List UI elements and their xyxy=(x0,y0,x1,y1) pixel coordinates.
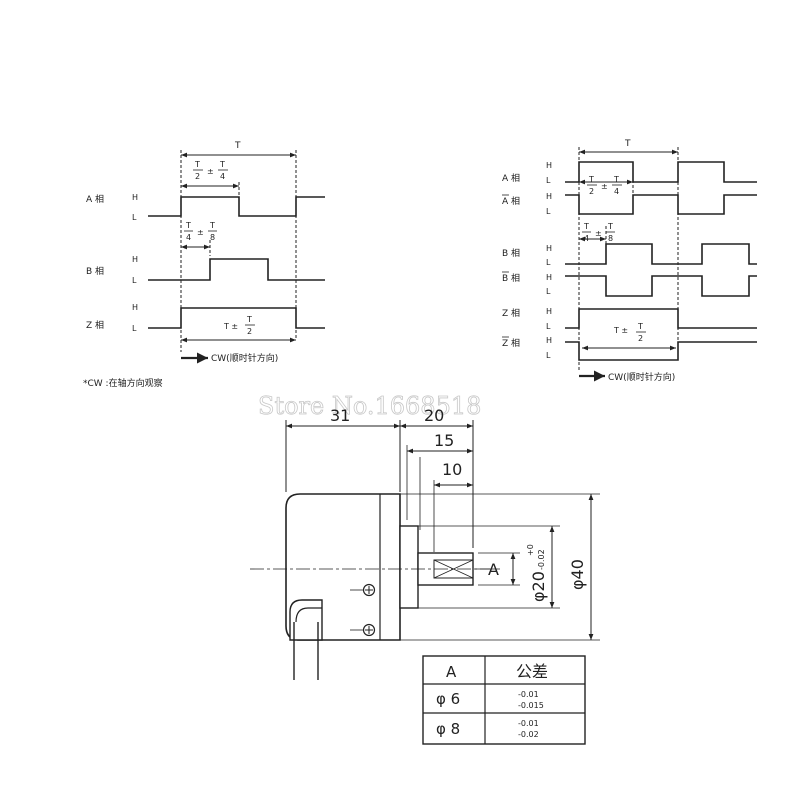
right-pm-2: ± xyxy=(595,229,602,238)
right-waveform-z-bar xyxy=(565,341,757,361)
right-label-z-bar: Z 相 xyxy=(502,337,520,349)
right-waveform-a-bar xyxy=(565,194,757,215)
watermark: Store No.1668518 xyxy=(258,392,481,420)
right-zbar-low: L xyxy=(546,351,551,360)
right-b-high: H xyxy=(546,244,552,253)
right-frac-8-den: 8 xyxy=(608,234,613,243)
left-z-width: T ± xyxy=(223,322,238,331)
screw-bottom xyxy=(362,623,376,637)
right-label-b: B 相 xyxy=(502,247,520,259)
table-header-a: A xyxy=(446,663,457,681)
right-frac-t-num5: T xyxy=(637,322,643,331)
right-label-z: Z 相 xyxy=(502,307,520,319)
right-frac-t-num4: T xyxy=(607,222,613,231)
right-abar-low: L xyxy=(546,207,551,216)
right-waveform-b xyxy=(565,243,757,265)
left-label-a: A 相 xyxy=(86,193,104,205)
right-a-high: H xyxy=(546,161,552,170)
table-row-lower: -0.015 xyxy=(518,701,544,710)
left-pm-2: ± xyxy=(197,228,204,237)
dim-20-label: 20 xyxy=(424,406,444,425)
left-label-b: B 相 xyxy=(86,265,104,277)
right-z-low: L xyxy=(546,322,551,331)
tolerance-lower: -0.02 xyxy=(537,549,546,570)
right-pm-1: ± xyxy=(601,182,608,191)
encoder-mechanical-drawing xyxy=(250,420,600,680)
right-z-high: H xyxy=(546,307,552,316)
right-frac-t-num3: T xyxy=(583,222,589,231)
left-frac-4-den: 4 xyxy=(220,172,225,181)
encoder-flange xyxy=(399,525,419,609)
right-a-low: L xyxy=(546,176,551,185)
table-row-lower: -0.02 xyxy=(518,730,539,739)
table-row-size: φ 6 xyxy=(436,690,460,708)
left-frac-2-den: 2 xyxy=(195,172,200,181)
table-row-upper: -0.01 xyxy=(518,690,539,699)
right-abar-high: H xyxy=(546,192,552,201)
left-a-low: L xyxy=(132,213,137,222)
left-z-low: L xyxy=(132,324,137,333)
left-a-high: H xyxy=(132,193,138,202)
left-timing-labels: T A 相 B 相 Z 相 H L H L H L T 2 ± T 4 T 4 … xyxy=(83,141,278,389)
left-frac-2-den2: 2 xyxy=(247,327,252,336)
left-z-high: H xyxy=(132,303,138,312)
right-frac-2-den2: 2 xyxy=(638,334,643,343)
left-frac-t-num5: T xyxy=(246,315,252,324)
right-label-a-bar: A 相 xyxy=(502,195,520,207)
right-waveform-z xyxy=(565,308,757,329)
flange-dia-label: φ20 xyxy=(529,571,548,602)
left-direction-label: CW(顺时针方向) xyxy=(211,352,278,364)
left-b-high: H xyxy=(132,255,138,264)
left-waveform-z xyxy=(148,307,325,329)
dim-15-label: 15 xyxy=(434,431,454,450)
left-period-label: T xyxy=(234,141,241,151)
right-bbar-high: H xyxy=(546,273,552,282)
left-waveform-b xyxy=(148,258,325,281)
right-frac-t-num2: T xyxy=(613,175,619,184)
cable-gland xyxy=(289,599,323,641)
left-label-z: Z 相 xyxy=(86,319,104,331)
right-bbar-low: L xyxy=(546,287,551,296)
dim-31-label: 31 xyxy=(330,406,350,425)
right-waveform-b-bar xyxy=(565,275,757,297)
right-frac-t-num1: T xyxy=(588,175,594,184)
left-frac-t-num1: T xyxy=(194,160,200,169)
table-row-upper: -0.01 xyxy=(518,719,539,728)
shaft-a-label: A xyxy=(488,560,499,579)
right-waveform-a xyxy=(565,161,757,183)
right-frac-2-den: 2 xyxy=(589,187,594,196)
right-label-a: A 相 xyxy=(502,172,520,184)
right-period-label: T xyxy=(624,139,631,149)
screw-top xyxy=(362,583,376,597)
left-timing-diagram xyxy=(148,150,325,352)
right-timing-labels: T A 相 A 相 B 相 B 相 Z 相 Z 相 H L H L H L H … xyxy=(502,139,675,383)
right-z-width: T ± xyxy=(613,326,628,335)
table-header-tolerance: 公差 xyxy=(516,662,548,681)
left-waveform-a xyxy=(148,196,325,217)
left-frac-t-num2: T xyxy=(219,160,225,169)
left-frac-t-num4: T xyxy=(209,221,215,230)
dim-10-label: 10 xyxy=(442,460,462,479)
right-label-b-bar: B 相 xyxy=(502,272,520,284)
left-frac-4-den2: 4 xyxy=(186,233,191,242)
drawing-dimension-labels: 31 20 15 10 A φ20 +0 -0.02 φ40 xyxy=(330,406,587,602)
right-direction-label: CW(顺时针方向) xyxy=(608,371,675,383)
tolerance-upper: +0 xyxy=(526,544,535,556)
right-zbar-high: H xyxy=(546,336,552,345)
left-b-low: L xyxy=(132,276,137,285)
left-pm-1: ± xyxy=(207,167,214,176)
right-frac-4-den2: 4 xyxy=(584,234,589,243)
left-note: *CW :在轴方向观察 xyxy=(83,377,163,389)
left-frac-8-den: 8 xyxy=(210,233,215,242)
table-row-size: φ 8 xyxy=(436,720,460,738)
left-frac-t-num3: T xyxy=(185,221,191,230)
body-dia-label: φ40 xyxy=(568,559,587,590)
right-b-low: L xyxy=(546,258,551,267)
right-frac-4-den: 4 xyxy=(614,187,619,196)
right-timing-diagram xyxy=(565,147,757,372)
tolerance-table: A 公差 φ 6 -0.01 -0.015 φ 8 -0.01 -0.02 xyxy=(422,655,586,745)
